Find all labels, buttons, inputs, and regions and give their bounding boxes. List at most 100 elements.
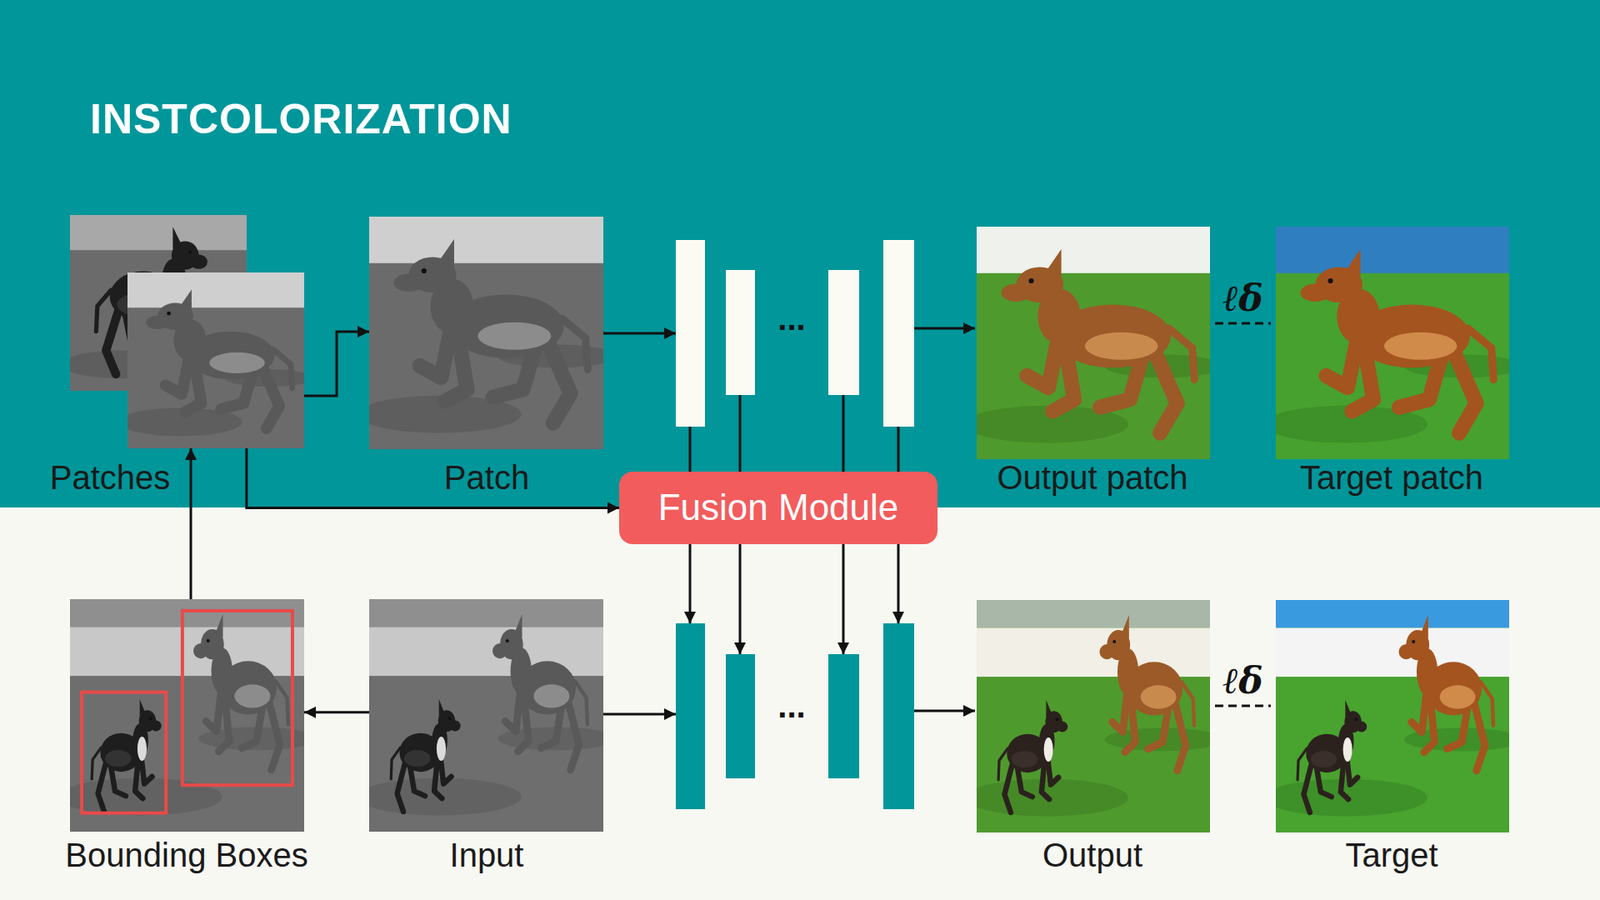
dog-belly xyxy=(209,352,265,374)
dog-leg xyxy=(568,702,580,770)
dog-ear xyxy=(439,239,455,267)
sky xyxy=(976,600,1210,628)
dog-eye xyxy=(1055,717,1059,721)
dog-belly xyxy=(477,322,551,350)
image-node: Patches xyxy=(70,215,305,449)
dog-snout xyxy=(1355,720,1367,732)
dog-leg xyxy=(1112,695,1128,732)
flow-arrow xyxy=(914,327,975,330)
dog-eye xyxy=(1354,717,1358,721)
dog-ear xyxy=(1046,249,1062,277)
dog-figure xyxy=(394,239,589,424)
dog-snout xyxy=(394,274,425,292)
dog-leg xyxy=(205,694,221,731)
dog-chest xyxy=(137,736,147,761)
photo xyxy=(976,600,1210,833)
dog-snout xyxy=(1399,644,1415,660)
photo xyxy=(976,226,1210,460)
dog-leg xyxy=(105,310,119,375)
decoder-bar xyxy=(883,623,915,810)
encoder-bar xyxy=(675,623,705,810)
feature-line xyxy=(739,395,742,472)
ellipsis-mark: ... xyxy=(777,301,805,335)
dog-eye xyxy=(149,716,153,720)
dog-tail xyxy=(1168,328,1195,380)
dog-snout xyxy=(190,255,208,270)
feature-line xyxy=(897,426,900,472)
dog-figure xyxy=(1000,249,1195,434)
image-caption: Patches xyxy=(50,459,171,496)
fusion-arrow xyxy=(739,544,742,655)
dog-ear xyxy=(1420,615,1429,639)
dog-ear xyxy=(515,614,523,638)
encoder-bar xyxy=(675,240,705,427)
dog-eye xyxy=(1112,640,1116,644)
image-node: Output xyxy=(976,600,1210,833)
fusion-arrow xyxy=(842,544,845,655)
photo xyxy=(1275,226,1510,460)
dog-leg xyxy=(1155,354,1178,434)
dog-figure xyxy=(1399,615,1494,771)
image-caption: Output patch xyxy=(996,459,1188,496)
background-top xyxy=(70,215,247,250)
dog-snout xyxy=(145,315,169,330)
dog-tail xyxy=(561,318,588,370)
dog-eye xyxy=(188,250,192,255)
dog-tail xyxy=(1181,681,1195,725)
connector-arrow xyxy=(304,331,370,396)
image-caption: Target xyxy=(1345,836,1438,874)
dog-leg xyxy=(165,361,189,395)
sky xyxy=(1275,600,1510,628)
dog-tail xyxy=(390,747,400,780)
dog-belly xyxy=(105,750,132,767)
connector-arrow xyxy=(189,448,192,600)
dog-leg xyxy=(505,694,520,731)
dog-tail xyxy=(91,747,101,780)
bounding-box xyxy=(182,610,293,785)
feature-line xyxy=(689,426,692,472)
dog-tail xyxy=(1480,681,1494,725)
dog-ear xyxy=(1121,615,1130,639)
dog-snout xyxy=(450,720,461,731)
image-node: Input xyxy=(369,599,604,832)
dog-eye xyxy=(1028,278,1034,284)
dog-snout xyxy=(492,643,508,659)
dog-leg xyxy=(420,334,450,378)
photo xyxy=(70,599,305,832)
background-top xyxy=(127,272,305,308)
dog-leg xyxy=(1026,344,1057,388)
dog-snout xyxy=(150,720,162,731)
sky xyxy=(369,599,604,627)
dog-snout xyxy=(1100,644,1115,660)
terrier-figure xyxy=(1297,700,1367,813)
photo xyxy=(369,599,604,832)
dog-leg xyxy=(1175,703,1186,770)
dog-tail xyxy=(1467,328,1494,380)
dog-leg xyxy=(440,757,452,785)
dog-eye xyxy=(1411,640,1415,644)
dog-snout xyxy=(1300,284,1330,302)
dog-leg xyxy=(549,344,571,424)
background-top xyxy=(369,216,604,264)
dog-chest xyxy=(1044,737,1054,762)
dog-eye xyxy=(505,639,510,643)
fusion-arrow xyxy=(897,544,900,624)
dog-snout xyxy=(193,643,209,659)
decoder-bar xyxy=(828,270,860,395)
loss-label: ℓδ xyxy=(1222,660,1263,701)
dog-tail xyxy=(1297,748,1307,780)
dog-figure xyxy=(1300,249,1494,434)
dog-belly xyxy=(1384,332,1458,360)
dog-ear xyxy=(172,226,181,250)
dog-tail xyxy=(275,680,289,725)
dog-ear xyxy=(180,289,192,310)
dog-leg xyxy=(1004,764,1012,813)
terrier-figure xyxy=(390,699,460,812)
dog-figure xyxy=(193,614,289,770)
dog-eye xyxy=(421,268,427,274)
layer-arrows xyxy=(603,328,975,715)
dog-chest xyxy=(436,736,446,761)
background-top xyxy=(976,226,1210,274)
ellipsis-mark: ... xyxy=(777,689,805,723)
